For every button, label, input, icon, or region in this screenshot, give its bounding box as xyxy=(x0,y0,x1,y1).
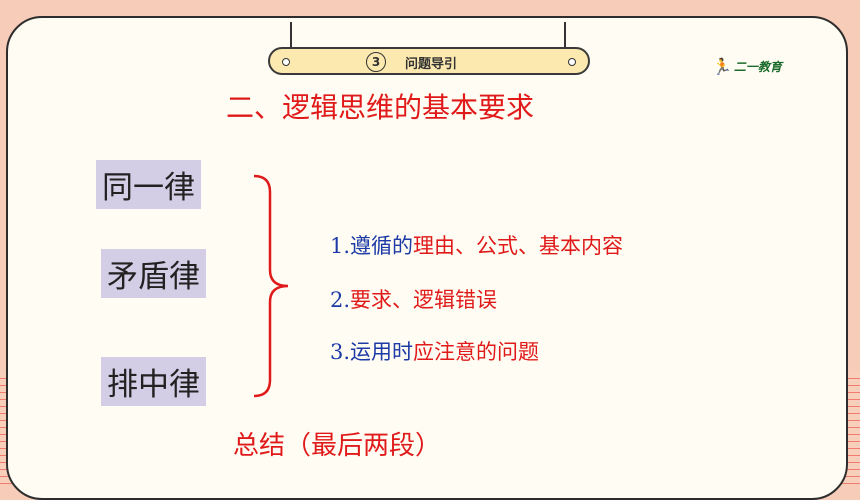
runner-icon: 🏃 xyxy=(712,57,732,76)
curly-brace xyxy=(253,174,289,398)
list-item: 2.要求、逻辑错误 xyxy=(330,288,498,312)
hanger-right xyxy=(564,22,566,48)
law-contradiction: 矛盾律 xyxy=(101,249,206,298)
section-number: 3 xyxy=(366,52,386,72)
page-title: 二、逻辑思维的基本要求 xyxy=(226,91,535,124)
logo-text: 二一教育 xyxy=(733,60,782,74)
banner-rivet-right xyxy=(568,58,576,66)
hanger-left xyxy=(290,22,292,48)
section-label: 问题导引 xyxy=(405,57,458,72)
list-item: 3.运用时应注意的问题 xyxy=(330,340,540,364)
list-item: 1.遵循的理由、公式、基本内容 xyxy=(330,234,624,258)
section-banner: 3 问题导引 xyxy=(268,47,590,75)
banner-rivet-left xyxy=(282,58,290,66)
law-identity: 同一律 xyxy=(96,160,201,209)
brand-logo: 🏃 二一教育 xyxy=(712,57,782,76)
summary-note: 总结（最后两段） xyxy=(233,431,442,461)
law-excluded-middle: 排中律 xyxy=(101,357,206,406)
